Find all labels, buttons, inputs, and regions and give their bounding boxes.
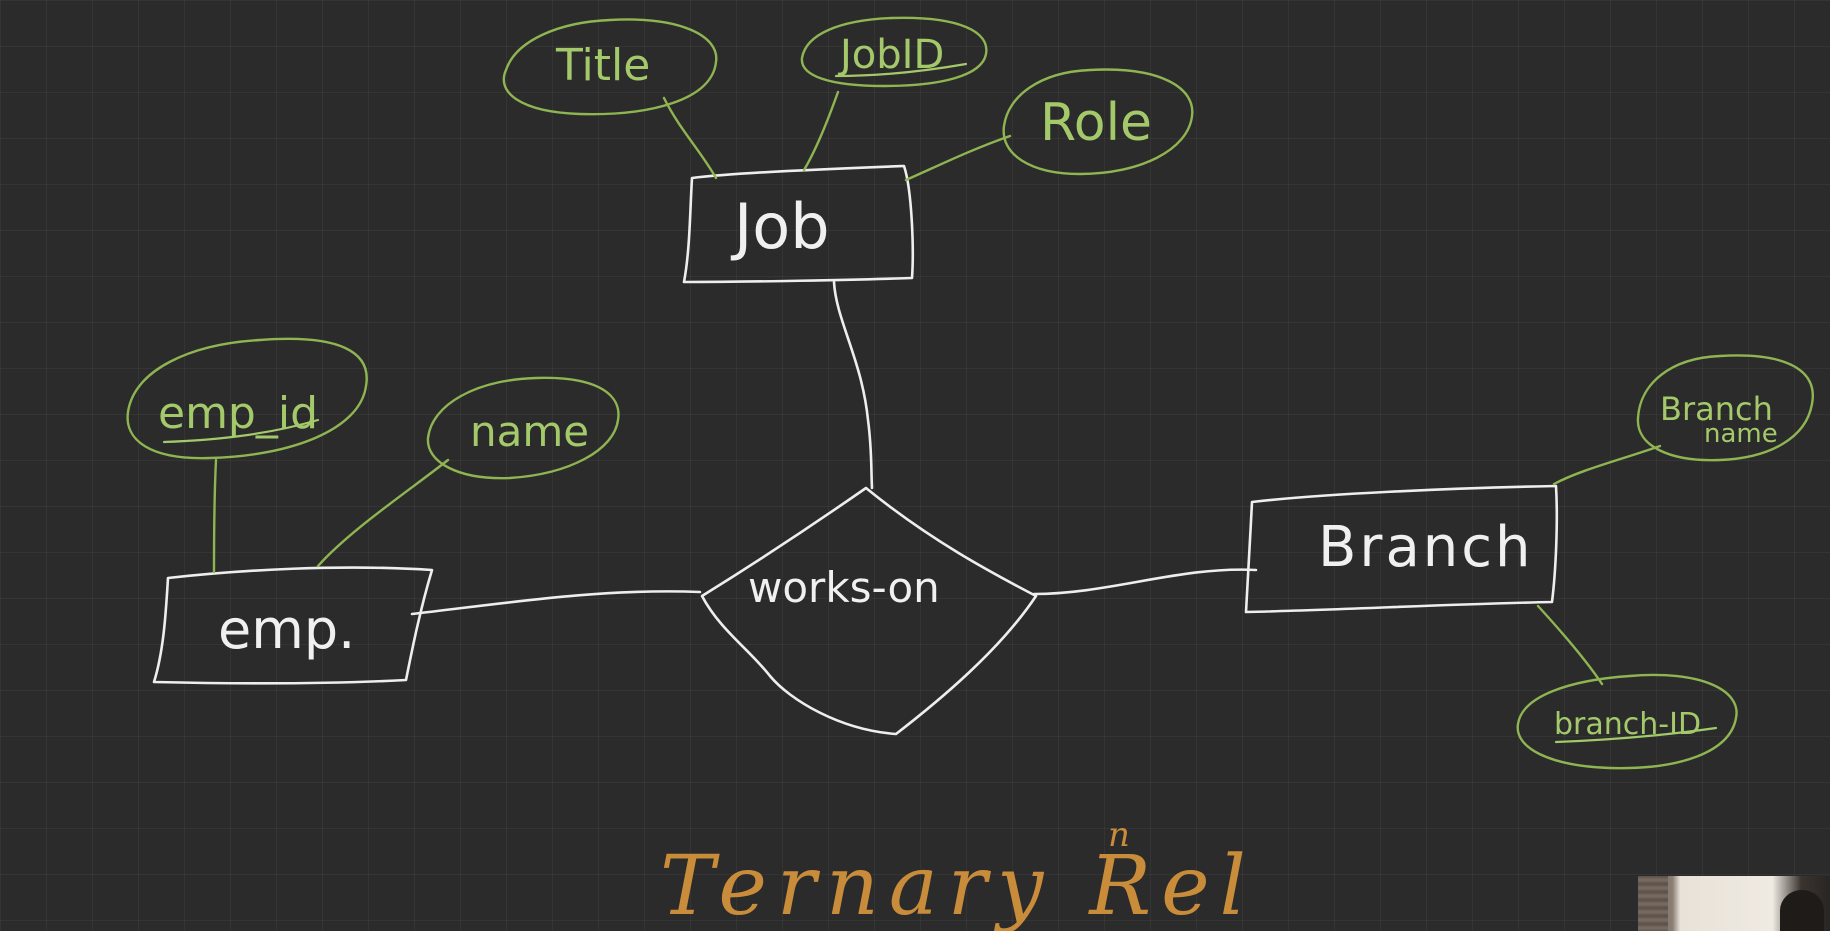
relationship-diamond [700,486,1038,736]
connector-job-workson [832,280,874,490]
attribute-title-ellipse [502,18,718,116]
connector-branchname-branch [1552,444,1662,486]
attribute-role: Role [1002,68,1194,176]
caption-superscript: n [1108,815,1130,855]
entity-job: Job [682,164,915,284]
attribute-jobid-ellipse [800,16,988,88]
attribute-branchid-label: branch-ID [1554,707,1701,742]
attribute-name: name [426,376,620,480]
attribute-jobid-label: JobID [837,32,944,78]
attribute-jobid: JobID [800,16,988,88]
attribute-branchname: Branch name [1636,354,1814,462]
attribute-role-label: Role [1040,93,1152,153]
caption-text: Ternary Rel [660,839,1256,931]
entity-emp: emp. [152,566,434,685]
entity-job-box [682,164,915,284]
attribute-role-ellipse [1002,68,1194,176]
attribute-empid-ellipse [126,337,368,460]
connector-name-emp [316,458,450,568]
entity-job-label: Job [730,190,830,263]
entity-emp-label: emp. [218,598,355,661]
entity-branch: Branch [1244,484,1559,614]
attribute-jobid-key-underline [834,62,968,78]
attribute-title: Title [502,18,718,116]
connector-title-job [662,96,718,180]
entity-emp-box [152,566,434,685]
relationship-works-on: works-on [700,486,1038,736]
attribute-title-label: Title [555,40,650,91]
connector-branchid-branch [1536,604,1604,686]
attribute-branchid: branch-ID [1516,673,1738,770]
attribute-branchid-ellipse [1516,673,1738,770]
attribute-branchname-label-line2: name [1704,419,1778,449]
entity-branch-box [1244,484,1559,614]
connector-jobid-job [802,90,840,172]
webcam-background [1638,876,1668,931]
connector-empid-emp [212,458,218,574]
attribute-name-label: name [470,407,589,456]
attribute-empid: emp_id [126,337,368,460]
connector-role-job [904,134,1012,182]
attribute-empid-label: emp_id [158,388,318,439]
attribute-empid-key-underline [162,418,320,444]
webcam-person-icon [1780,890,1824,931]
relationship-label: works-on [748,563,940,612]
attribute-branchid-key-underline [1554,726,1718,744]
entity-branch-label: Branch [1318,515,1534,580]
caption: Ternary Rel n [660,815,1256,931]
connector-workson-branch [1032,568,1258,596]
attribute-branchname-label-line1: Branch [1660,390,1773,428]
attribute-branchname-ellipse [1636,354,1814,462]
connector-emp-workson [410,590,702,616]
attribute-name-ellipse [426,376,620,480]
webcam-thumbnail [1638,876,1830,931]
